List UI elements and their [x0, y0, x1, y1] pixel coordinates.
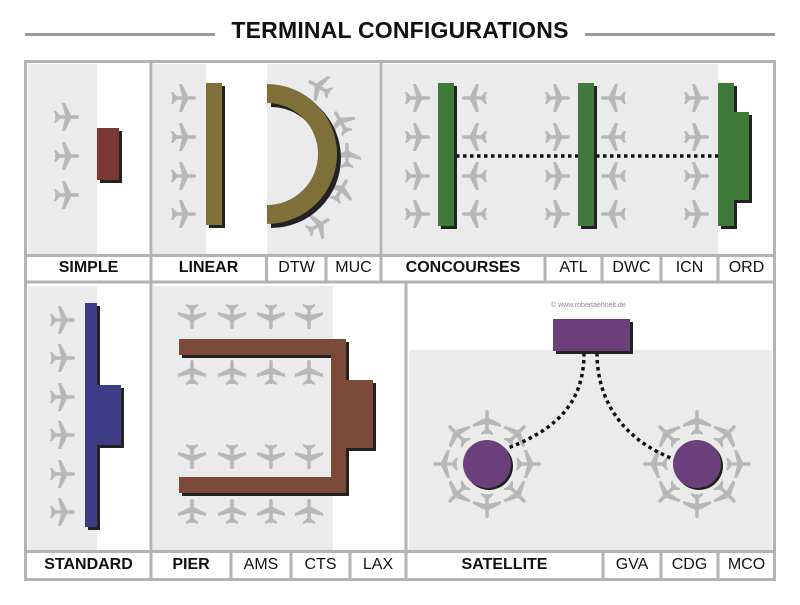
label-simple: SIMPLE — [58, 259, 119, 276]
label-cts: CTS — [304, 556, 337, 573]
title-rule-left — [25, 33, 215, 36]
label-standard: STANDARD — [44, 556, 133, 573]
simple-panel-bg — [28, 64, 97, 254]
label-satellite: SATELLITE — [461, 556, 548, 573]
label-dwc: DWC — [612, 259, 651, 276]
label-atl: ATL — [559, 259, 588, 276]
satellite-panel-bg — [409, 350, 772, 550]
label-icn: ICN — [675, 259, 704, 276]
satellite-connector-right — [595, 352, 677, 462]
label-cdg: CDG — [671, 556, 708, 573]
satellite-connector-left — [507, 352, 586, 450]
title-rule-right — [585, 33, 775, 36]
grid-lines — [25, 61, 775, 580]
label-linear: LINEAR — [178, 259, 239, 276]
label-muc: MUC — [335, 259, 372, 276]
concourses-panel-bg — [383, 64, 718, 254]
label-mco: MCO — [727, 556, 766, 573]
label-concourses: CONCOURSES — [405, 259, 521, 276]
copyright-credit: © www.robertaehnelt.de — [551, 302, 626, 309]
pier-panel-bg — [153, 286, 333, 550]
label-dtw: DTW — [278, 259, 315, 276]
label-gva: GVA — [615, 556, 649, 573]
linear-panel-bg-left — [153, 64, 206, 254]
label-ams: AMS — [243, 556, 279, 573]
page-title: TERMINAL CONFIGURATIONS — [231, 17, 569, 43]
label-ord: ORD — [728, 259, 765, 276]
label-lax: LAX — [362, 556, 394, 573]
label-pier: PIER — [172, 556, 210, 573]
